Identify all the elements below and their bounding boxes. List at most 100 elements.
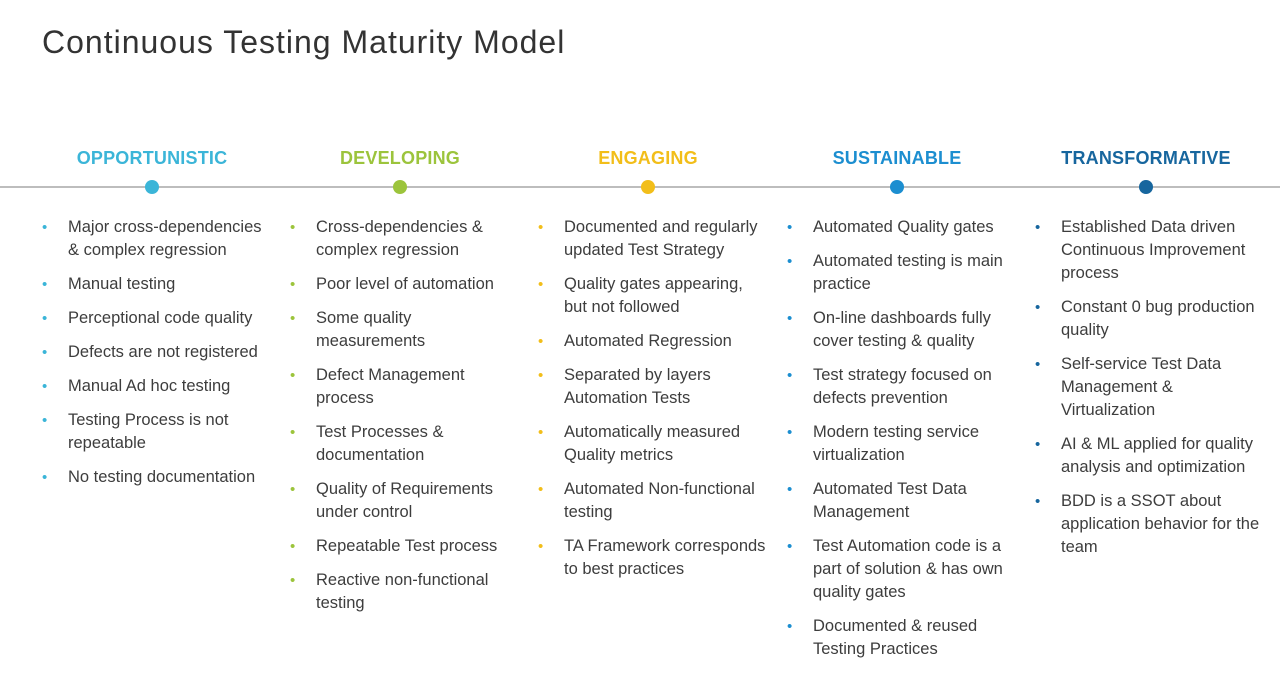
- list-item-text: Modern testing service virtualization: [813, 423, 979, 464]
- list-item: •On-line dashboards fully cover testing …: [787, 307, 1017, 353]
- list-item: • Major cross-dependencies & complex regr…: [42, 216, 272, 262]
- list-item-text: No testing documentation: [68, 468, 256, 486]
- bullet-dot-icon: •: [787, 618, 793, 635]
- list-item: •Automated Regression: [538, 330, 768, 353]
- bullet-dot-icon: •: [1035, 356, 1041, 373]
- list-item-text: Automated testing is main practice: [813, 252, 1003, 293]
- stage-item-list: • Established Data driven Continuous Impr…: [1035, 216, 1265, 570]
- bullet-dot-icon: •: [1035, 299, 1041, 316]
- list-item-text: Test strategy focused on defects prevent…: [813, 366, 992, 407]
- list-item: • Cross-dependencies & complex regression: [290, 216, 520, 262]
- bullet-dot-icon: •: [787, 219, 793, 236]
- list-item-text: Some quality measurements: [316, 309, 426, 350]
- list-item: •Constant 0 bug production quality: [1035, 296, 1265, 342]
- list-item-text: Automatically measured Quality metrics: [564, 423, 741, 464]
- list-item-text: Defect Management process: [316, 366, 465, 407]
- stage-item-list: • Major cross-dependencies & complex regr…: [42, 216, 272, 500]
- list-item: •AI & ML applied for quality analysis an…: [1035, 433, 1265, 479]
- list-item-text: Automated Test Data Management: [813, 480, 967, 521]
- list-item: • No testing documentation: [42, 466, 272, 489]
- bullet-dot-icon: •: [538, 276, 544, 293]
- bullet-dot-icon: •: [538, 424, 544, 441]
- list-item-text: Defects are not registered: [68, 343, 258, 361]
- list-item: • Manual testing: [42, 273, 272, 296]
- bullet-dot-icon: •: [787, 367, 793, 384]
- bullet-dot-icon: •: [1035, 493, 1041, 510]
- bullet-dot-icon: •: [42, 469, 48, 486]
- stage-heading: OPPORTUNISTIC: [76, 148, 228, 168]
- list-item: • TA Framework corresponds to best practi…: [538, 535, 768, 581]
- stage-item-list: • Documented and regularly updated Test S…: [538, 216, 768, 592]
- bullet-dot-icon: •: [1035, 436, 1041, 453]
- slide-title: Continuous Testing Maturity Model: [42, 24, 566, 60]
- bullet-dot-icon: •: [42, 310, 48, 327]
- list-item: • Defect Management process: [290, 364, 520, 410]
- list-item-text: Cross-dependencies & complex regression: [316, 218, 483, 259]
- list-item: • Quality gates appearing, but not follow…: [538, 273, 768, 319]
- bullet-dot-icon: •: [538, 219, 544, 236]
- stage-heading: DEVELOPING: [339, 148, 461, 168]
- list-item-text: Major cross-dependencies & complex regre…: [68, 218, 262, 259]
- bullet-dot-icon: •: [290, 538, 296, 555]
- list-item-text: Automated Quality gates: [813, 218, 994, 236]
- bullet-dot-icon: •: [42, 378, 48, 395]
- list-item-text: On-line dashboards fully cover testing &…: [813, 309, 991, 350]
- bullet-dot-icon: •: [787, 424, 793, 441]
- list-item: •Manual Ad hoc testing: [42, 375, 272, 398]
- stage-dot-icon: [641, 180, 655, 194]
- list-item-text: Documented & reused Testing Practices: [813, 617, 978, 658]
- list-item-text: BDD is a SSOT about application behavior…: [1061, 492, 1260, 556]
- list-item: •Separated by layers Automation Tests: [538, 364, 768, 410]
- list-item: • Test strategy focused on defects preven…: [787, 364, 1017, 410]
- bullet-dot-icon: •: [290, 367, 296, 384]
- bullet-dot-icon: •: [290, 219, 296, 236]
- list-item-text: Quality of Requirements under control: [316, 480, 493, 521]
- list-item-text: Separated by layers Automation Tests: [564, 366, 711, 407]
- stage-dot-icon: [890, 180, 904, 194]
- list-item: •Poor level of automation: [290, 273, 520, 296]
- bullet-dot-icon: •: [538, 333, 544, 350]
- list-item: • Documented & reused Testing Practices: [787, 615, 1017, 661]
- bullet-dot-icon: •: [42, 344, 48, 361]
- list-item: • Automated Non-functional testing: [538, 478, 768, 524]
- list-item: •Automated testing is main practice: [787, 250, 1017, 296]
- list-item: • Test Automation code is a part of solut…: [787, 535, 1017, 604]
- bullet-dot-icon: •: [787, 481, 793, 498]
- stage-dot-icon: [1139, 180, 1153, 194]
- list-item-text: Self-service Test Data Management & Virt…: [1061, 355, 1222, 419]
- list-item: •Reactive non-functional testing: [290, 569, 520, 615]
- list-item-text: Testing Process is not repeatable: [68, 411, 229, 452]
- list-item: • Self-service Test Data Management & Vir…: [1035, 353, 1265, 422]
- list-item-text: TA Framework corresponds to best practic…: [564, 537, 766, 578]
- list-item-text: Documented and regularly updated Test St…: [564, 218, 758, 259]
- list-item: • Defects are not registered: [42, 341, 272, 364]
- bullet-dot-icon: •: [42, 276, 48, 293]
- list-item-text: Test Automation code is a part of soluti…: [813, 537, 1003, 601]
- bullet-dot-icon: •: [1035, 219, 1041, 236]
- bullet-dot-icon: •: [290, 310, 296, 327]
- list-item-text: Automated Non-functional testing: [564, 480, 755, 521]
- list-item: • Some quality measurements: [290, 307, 520, 353]
- list-item-text: Test Processes & documentation: [316, 423, 444, 464]
- list-item: •Test Processes & documentation: [290, 421, 520, 467]
- list-item: • BDD is a SSOT about application behavio…: [1035, 490, 1265, 559]
- bullet-dot-icon: •: [538, 538, 544, 555]
- bullet-dot-icon: •: [538, 481, 544, 498]
- list-item-text: Quality gates appearing, but not followe…: [564, 275, 743, 316]
- stage-heading: ENGAGING: [598, 148, 698, 168]
- list-item: • Testing Process is not repeatable: [42, 409, 272, 455]
- list-item: • Established Data driven Continuous Impr…: [1035, 216, 1265, 285]
- list-item: • Documented and regularly updated Test S…: [538, 216, 768, 262]
- list-item: •Perceptional code quality: [42, 307, 272, 330]
- bullet-dot-icon: •: [42, 219, 48, 236]
- stage-heading: TRANSFORMATIVE: [1061, 148, 1231, 168]
- bullet-dot-icon: •: [787, 538, 793, 555]
- bullet-dot-icon: •: [42, 412, 48, 429]
- list-item: • Quality of Requirements under control: [290, 478, 520, 524]
- list-item-text: Established Data driven Continuous Impro…: [1061, 218, 1246, 282]
- bullet-dot-icon: •: [290, 481, 296, 498]
- stage-item-list: • Cross-dependencies & complex regression…: [290, 216, 520, 626]
- list-item-text: Manual testing: [68, 275, 176, 293]
- list-item: • Modern testing service virtualization: [787, 421, 1017, 467]
- list-item: • Automated Test Data Management: [787, 478, 1017, 524]
